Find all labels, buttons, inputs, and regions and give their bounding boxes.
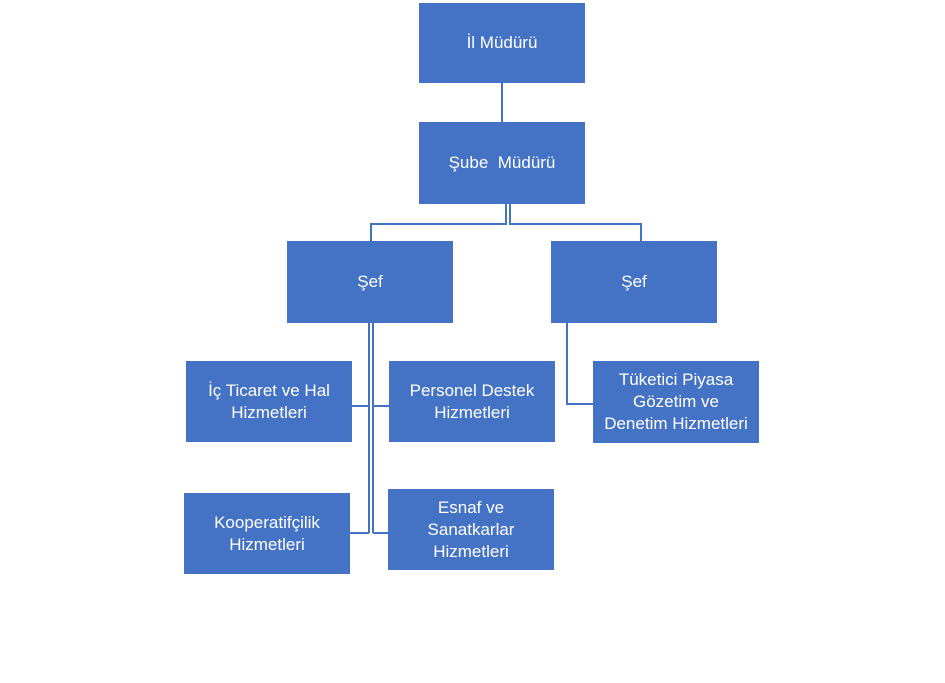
connector-sube-to-sef-left [370,204,507,241]
sef-left-label: Şef [357,272,383,291]
tuketici-piyasa-box: Tüketici Piyasa Gözetim ve Denetim Hizme… [593,361,759,443]
sef-right-label: Şef [621,272,647,291]
ic-ticaret-label: İç Ticaret ve Hal Hizmetleri [208,380,330,422]
kooperatifcilik-label: Kooperatifçilik Hizmetleri [214,512,320,554]
connector-sef-right-to-tuketici [566,323,593,405]
sube-muduru-label: Şube Müdürü [448,153,556,172]
esnaf-sanatkarlar-label: Esnaf ve Sanatkarlar Hizmetleri [427,497,515,561]
personel-destek-box: Personel Destek Hizmetleri [389,361,555,442]
sube-muduru-box: Şube Müdürü [419,122,585,204]
ic-ticaret-box: İç Ticaret ve Hal Hizmetleri [186,361,352,442]
personel-destek-label: Personel Destek Hizmetleri [409,380,535,422]
il-muduru-box: İl Müdürü [419,3,585,83]
tuketici-piyasa-label: Tüketici Piyasa Gözetim ve Denetim Hizme… [604,370,748,433]
sef-right-box: Şef [551,241,717,323]
esnaf-sanatkarlar-box: Esnaf ve Sanatkarlar Hizmetleri [388,489,554,570]
kooperatifcilik-box: Kooperatifçilik Hizmetleri [184,493,350,574]
il-muduru-label: İl Müdürü [466,33,538,52]
connector-sube-to-sef-right [509,204,642,241]
sef-left-box: Şef [287,241,453,323]
